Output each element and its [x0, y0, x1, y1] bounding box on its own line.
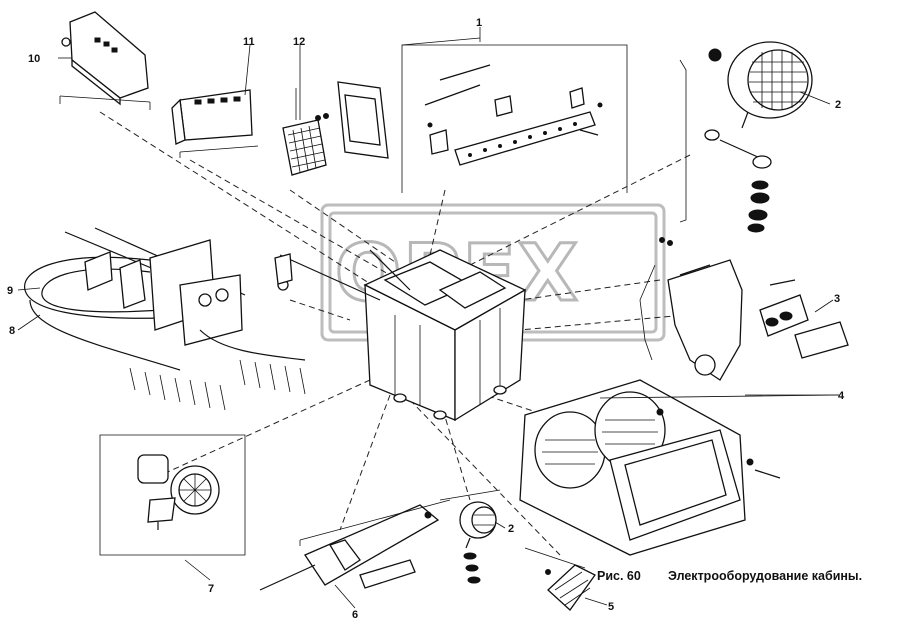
- part-4-twin-headlamp: [519, 379, 841, 556]
- callout-8: 8: [9, 325, 15, 337]
- part-11-relay-box: [171, 89, 259, 158]
- figure-caption: Рис. 60 Электрооборудование кабины.: [597, 569, 862, 583]
- central-cab-unit: [279, 249, 527, 422]
- callout-2-top: 2: [835, 99, 841, 111]
- callout-6: 6: [352, 609, 358, 621]
- part-3-marker-lamp: [639, 237, 849, 381]
- part-7-cab-fan: [99, 434, 246, 556]
- part-8-9-cable-harness: [24, 227, 306, 411]
- part-5-small-lamp: [524, 547, 596, 611]
- callout-numbers: 1 2 2 3 4 5 6 7 8 9 10 11 12: [7, 17, 845, 621]
- part-6-handle-assembly: [259, 499, 451, 591]
- callout-5: 5: [608, 601, 614, 613]
- part-12-cab-lamp: [282, 81, 389, 176]
- callout-11: 11: [243, 36, 255, 48]
- caption-title: Электрооборудование кабины.: [668, 569, 862, 583]
- callout-9: 9: [7, 285, 13, 297]
- callout-7: 7: [208, 583, 214, 595]
- part-2-work-light-top: [679, 41, 813, 233]
- part-2-work-light-bottom: [439, 489, 501, 584]
- caption-figure-number: Рис. 60: [597, 569, 641, 583]
- part-1-bracket-assembly: [401, 37, 628, 193]
- callout-3: 3: [834, 293, 840, 305]
- callout-12: 12: [293, 36, 305, 48]
- callout-10: 10: [28, 53, 40, 65]
- leader-lines: [99, 111, 741, 556]
- callout-4: 4: [838, 390, 845, 402]
- callout-1: 1: [476, 17, 482, 29]
- callout-2-bottom: 2: [508, 523, 514, 535]
- callout-leaders: [17, 27, 838, 609]
- part-10-control-panel: [59, 11, 151, 110]
